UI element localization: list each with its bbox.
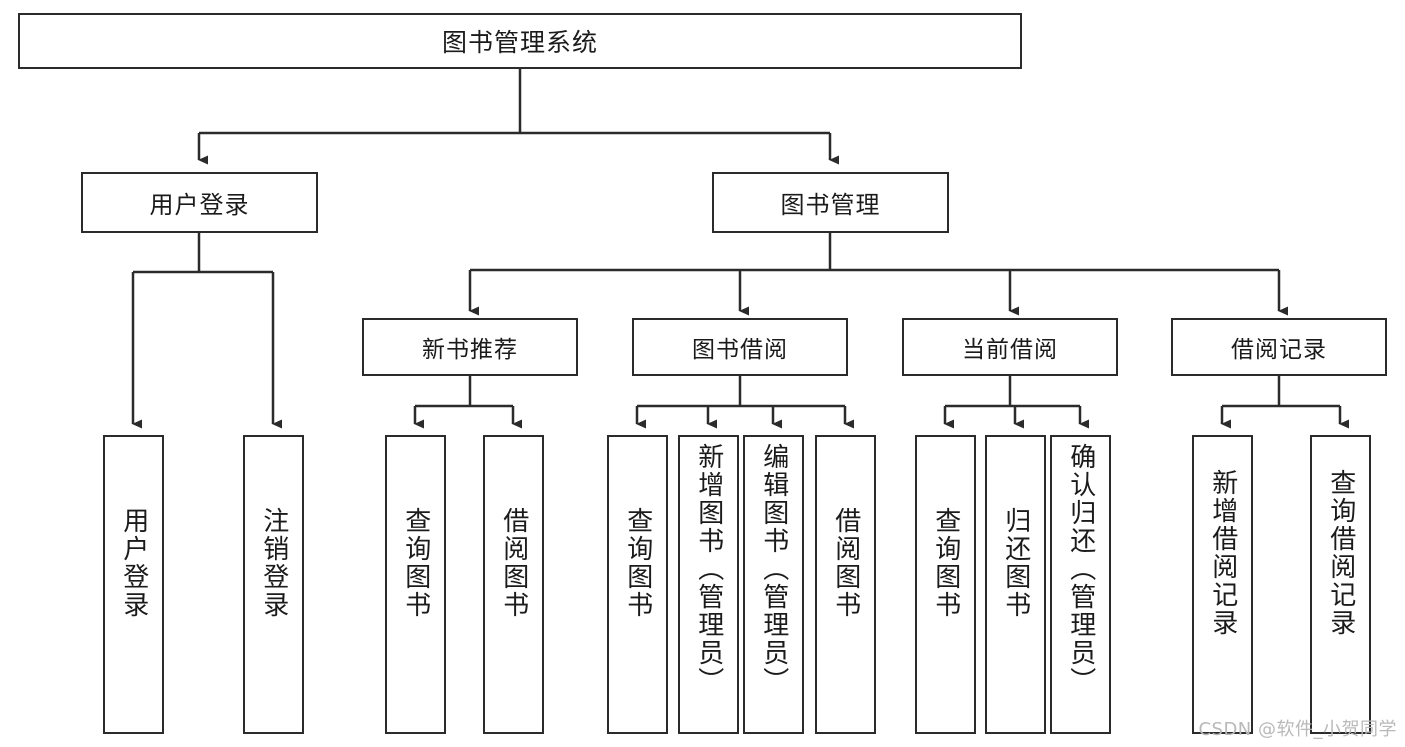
node-label: 用户登录 [118,507,149,619]
leaf-user-login[interactable]: 用户登录 [103,435,164,734]
node-current-borrow[interactable]: 当前借阅 [902,318,1118,376]
node-user-login[interactable]: 用户登录 [81,172,318,233]
node-new-book-recommend[interactable]: 新书推荐 [362,318,578,376]
leaf-query-borrow-record[interactable]: 查询借阅记录 [1310,435,1371,734]
node-label: 借阅记录 [1231,337,1327,363]
node-label: 确认归还（管理员） [1065,443,1096,695]
leaf-new-book-query[interactable]: 查询图书 [385,435,446,734]
node-label: 图书借阅 [692,337,788,363]
node-book-management[interactable]: 图书管理 [712,172,949,233]
node-label: 图书管理系统 [441,28,598,57]
node-label: 借阅图书 [498,507,529,619]
leaf-logout[interactable]: 注销登录 [243,435,304,734]
leaf-new-book-borrow[interactable]: 借阅图书 [483,435,544,734]
leaf-return-book[interactable]: 归还图书 [985,435,1046,734]
node-label: 借阅图书 [830,507,861,619]
leaf-add-borrow-record[interactable]: 新增借阅记录 [1192,435,1253,734]
node-borrow-record[interactable]: 借阅记录 [1171,318,1387,376]
node-label: 归还图书 [1000,507,1031,619]
node-label: 新增借阅记录 [1207,469,1238,637]
node-label: 查询图书 [930,507,961,619]
node-label: 查询图书 [400,507,431,619]
leaf-edit-book-admin[interactable]: 编辑图书（管理员） [743,435,804,734]
node-label: 图书管理 [780,191,881,219]
leaf-borrow-book[interactable]: 借阅图书 [815,435,876,734]
node-label: 注销登录 [258,507,289,619]
node-label: 当前借阅 [962,337,1058,363]
node-label: 用户登录 [149,191,250,219]
node-label: 新书推荐 [422,337,518,363]
node-label: 编辑图书（管理员） [758,443,789,695]
node-label: 查询图书 [622,507,653,619]
leaf-confirm-return-admin[interactable]: 确认归还（管理员） [1050,435,1111,734]
node-label: 新增图书（管理员） [693,443,724,695]
node-label: 查询借阅记录 [1325,469,1356,637]
watermark-text: CSDN @软件_小贺同学 [1198,719,1397,740]
leaf-borrow-query-book[interactable]: 查询图书 [607,435,668,734]
node-root-system[interactable]: 图书管理系统 [18,13,1022,69]
leaf-add-book-admin[interactable]: 新增图书（管理员） [678,435,739,734]
node-book-borrow[interactable]: 图书借阅 [632,318,848,376]
leaf-current-query-book[interactable]: 查询图书 [915,435,976,734]
